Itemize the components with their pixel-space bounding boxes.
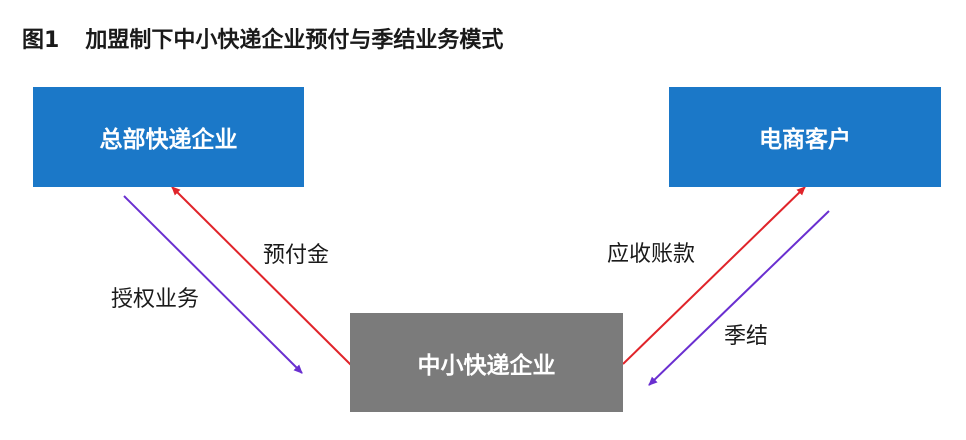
ecommerce-client-label: 电商客户 <box>759 127 851 153</box>
figure-title: 图1 加盟制下中小快递企业预付与季结业务模式 <box>22 22 503 54</box>
prepayment-arrow <box>171 186 353 367</box>
prepayment-label: 预付金 <box>263 243 330 268</box>
ecommerce-client-box: 电商客户 <box>669 87 941 187</box>
accounts-receivable-label: 应收账款 <box>607 242 696 267</box>
authorized-business-arrow <box>123 195 303 374</box>
quarterly-settlement-label: 季结 <box>724 324 769 349</box>
accounts-receivable-arrow <box>622 186 806 365</box>
figure-number: 图1 <box>22 28 60 53</box>
local-express-label: 中小快递企业 <box>417 352 556 379</box>
quarterly-settlement-arrow <box>648 210 830 386</box>
local-express-box: 中小快递企业 <box>350 313 623 412</box>
figure-title-text: 加盟制下中小快递企业预付与季结业务模式 <box>85 28 504 53</box>
authorized-business-label: 授权业务 <box>111 287 200 312</box>
headquarters-express-box: 总部快递企业 <box>33 87 304 187</box>
headquarters-express-label: 总部快递企业 <box>99 127 238 153</box>
